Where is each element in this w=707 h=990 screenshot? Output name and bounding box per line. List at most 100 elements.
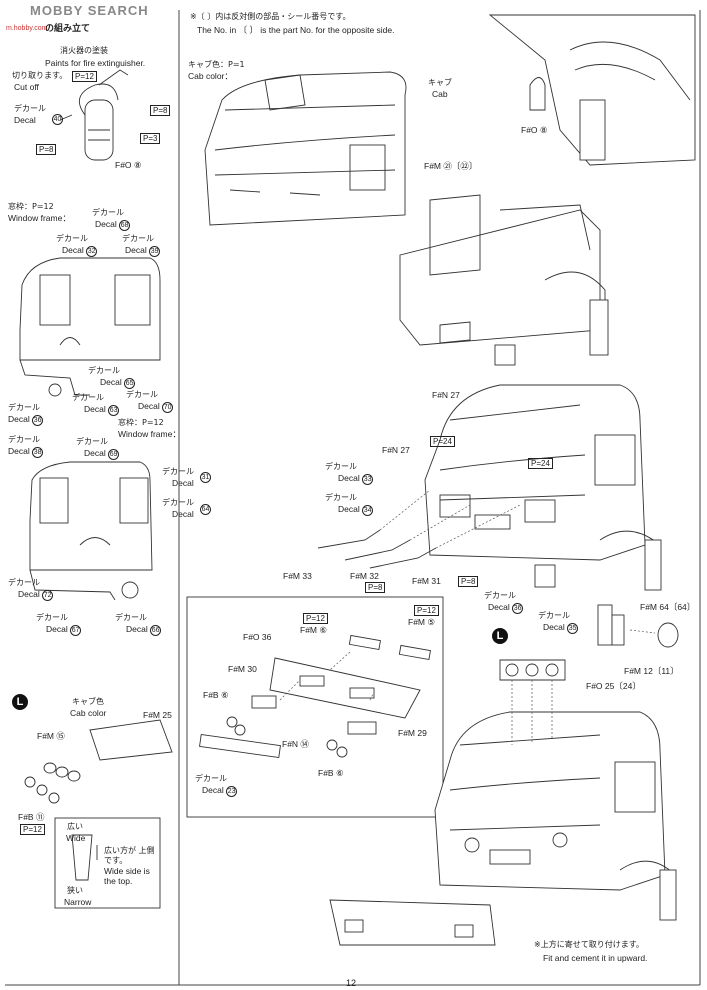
decal-label-jp: デカール [14,104,46,113]
decal-number-40: 40 [52,114,63,125]
watermark-logo: MOBBY SEARCH [30,3,149,18]
chassis-drawing [399,194,609,366]
decal-65-jp: デカール [88,366,120,375]
decal-68-en: Decal 68 [95,219,131,231]
decal-32-en: Decal 32 [62,245,98,257]
part-fm15: F#M ⑮ [37,731,65,741]
part-fm25: F#M 25 [143,710,172,720]
cutoff-part: P=12 [72,71,97,82]
cab-label-en: Cab [432,89,448,99]
decal-36-en: Decal 36 [8,414,44,426]
part-p12-a: P=12 [303,613,328,624]
section-title: の組み立て [45,24,91,34]
cab-middle-drawing [424,384,662,591]
watermark-site: m.hobby.com [6,25,48,32]
narrow-jp: 狭い [67,886,83,895]
decal-39-en: Decal 39 [125,245,161,257]
decal-31-jp: デカール [162,467,194,476]
l-cab-color-en: Cab color [70,708,107,718]
decal-64-jp: デカール [162,498,194,507]
cutoff-jp: 切り取ります。 [12,71,68,80]
decal-36-jp: デカール [8,403,40,412]
opposite-side-note-jp: ※〔 〕内は反対側の部品・シール番号です。 [190,12,351,21]
window-frame-jp: 窓枠：P=12 [8,202,54,211]
l-badge-right: L [492,628,508,644]
decal-34-jp: デカール [325,493,357,502]
window-frame2-en: Window frame： [118,429,181,439]
decal-64-en: Decal [172,509,194,519]
l-cab-color-jp: キャブ色 [72,697,104,706]
part-fb6-b: F#B ⑥ [318,768,344,778]
decal-39-jp: デカール [122,234,154,243]
part-fm64: F#M 64〔64〕 [640,602,696,612]
decal-34-en: Decal 34 [338,504,374,516]
lens-shape-diagram [71,834,93,881]
decal-67-en: Decal 67 [46,624,82,636]
decal-31-en: Decal [172,478,194,488]
part-fo8-top: F#O ⑧ [521,125,548,135]
decal-64-num: 64 [200,504,211,515]
part-p24-b: P=24 [528,458,553,469]
decal-33-en: Decal 33 [338,473,374,485]
opposite-side-note-en: The No. in 〔 〕 is the part No. for the o… [197,25,395,35]
cutoff-en: Cut off [14,82,39,92]
extinguisher-paint-en: Paints for fire extinguisher. [45,58,146,68]
fit-upward-en: Fit and cement it in upward. [543,953,648,963]
decal-67-jp: デカール [36,613,68,622]
window-frame-en: Window frame： [8,213,71,223]
roof-marker-detail [24,719,173,804]
part-p8-d: P=8 [458,576,479,587]
decal-70-en: Decal 70 [138,401,174,413]
part-p3: P=3 [140,133,161,144]
part-fm30: F#M 30 [228,664,257,674]
part-fm5: F#M ⑤ [408,617,435,627]
cab-side-view-2 [29,461,153,601]
decal-36b-jp: デカール [484,591,516,600]
part-fm29: F#M 29 [398,728,427,738]
decal-38-en: Decal 38 [8,446,44,458]
decal-23-en: Decal 23 [202,785,238,797]
part-fo36: F#O 36 [243,632,272,642]
wide-jp: 広い [67,822,83,831]
narrow-en: Narrow [64,897,92,907]
part-fn14: F#N ⑭ [282,739,309,749]
decal-33-jp: デカール [325,462,357,471]
decal-31-num: 31 [200,472,211,483]
decal-69-jp: デカール [76,437,108,446]
part-fo25: F#O 25〔24〕 [586,681,641,691]
decal-32-jp: デカール [56,234,88,243]
decal-68-jp: デカール [92,208,124,217]
decal-35-jp: デカール [538,611,570,620]
page-number: 12 [346,978,357,988]
part-fn27-a: F#N 27 [432,390,460,400]
part-p8-c: P=8 [365,582,386,593]
extinguisher-paint-jp: 消火器の塗装 [60,46,108,55]
decal-label-en: Decal [14,115,36,125]
window-frame2-jp: 窓枠：P=12 [118,418,164,427]
decal-23-jp: デカール [195,774,227,783]
part-fm31: F#M 31 [412,576,441,586]
decal-63-jp: デカール [72,393,104,402]
part-fb6: F#B ⑥ [203,690,229,700]
l-badge-left: L [12,694,28,710]
part-fm6: F#M ⑥ [300,625,327,635]
wide-narrow-callout-frame [54,817,161,909]
decal-69-en: Decal 69 [84,448,120,460]
part-p12-b: P=12 [414,605,439,616]
cab-color-en: Cab color： [188,71,233,81]
part-fn27-b: F#N 27 [382,445,410,455]
part-fm33: F#M 33 [283,571,312,581]
cab-side-view-1 [19,257,161,397]
wide-side-note-jp: 広い方が 上側です。 [104,846,155,865]
decal-66-jp: デカール [115,613,147,622]
part-fb11: F#B ⑪ [18,812,45,822]
bumper-inset-frame [186,596,444,818]
decal-65-en: Decal 65 [100,377,136,389]
cab-color-jp: キャブ色：P=1 [188,60,245,69]
part-fm21: F#M ㉑〔㉒〕 [424,161,478,171]
wide-en: Wide [66,833,86,843]
bumper-drawing [199,634,431,759]
part-p24-a: P=24 [430,436,455,447]
